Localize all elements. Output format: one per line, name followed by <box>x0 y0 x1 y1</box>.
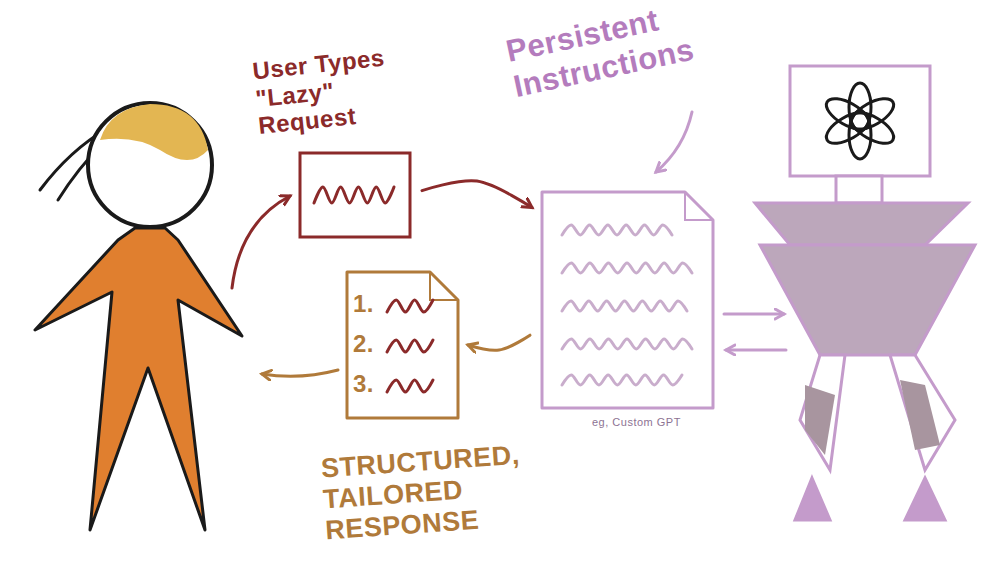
scribble-line <box>562 301 687 311</box>
scribble-line <box>387 340 433 352</box>
person-figure <box>35 103 242 530</box>
robot-foot <box>905 478 945 520</box>
robot-leg <box>890 355 955 470</box>
scribble-line <box>562 263 692 273</box>
document-outline <box>347 272 458 418</box>
instructions-document-outline <box>540 190 715 410</box>
robot-leg <box>800 355 845 470</box>
robot-shoulders <box>755 203 968 245</box>
request-box-outline <box>298 151 412 239</box>
scribble-line <box>387 380 433 392</box>
scribble-line <box>314 187 394 203</box>
robot-torso <box>760 245 975 355</box>
list-number: 3. <box>353 370 389 398</box>
scribble-line <box>562 375 682 385</box>
instruction-arrow <box>724 313 784 316</box>
flow-arrow <box>468 335 530 350</box>
node: 1. 2. 3. STRUCTURED, TAILORED RESPONSE <box>318 262 570 554</box>
person-head <box>88 103 212 227</box>
response-document: 1. 2. 3. <box>345 270 460 420</box>
robot-monitor <box>790 66 930 176</box>
node: Persistent Instructionseg, Custom GPT <box>500 12 737 444</box>
instructions-document <box>540 190 715 410</box>
response-heading: STRUCTURED, TAILORED RESPONSE <box>320 439 541 547</box>
person-hair <box>100 104 208 160</box>
box-outline <box>300 153 410 237</box>
flow-arrow <box>422 181 532 208</box>
example-caption: eg, Custom GPT <box>592 416 722 429</box>
scribble-line <box>387 300 433 312</box>
request-box <box>298 151 412 239</box>
instruction-arrow <box>726 349 786 352</box>
instructions-heading: Persistent Instructions <box>503 0 723 104</box>
list-number: 1. <box>353 290 389 318</box>
person-body <box>35 228 242 530</box>
robot-leg-shade <box>805 385 835 455</box>
logo-loop <box>822 92 875 135</box>
scribble-line <box>562 339 692 349</box>
page-fold <box>685 192 713 220</box>
scribble-line <box>562 225 672 235</box>
node: User Types "Lazy" Request <box>245 48 477 245</box>
response-arrow <box>262 370 338 376</box>
robot-leg-shade <box>900 380 940 450</box>
request-arrow <box>232 196 290 288</box>
document-outline <box>542 192 713 408</box>
robot-foot <box>795 478 830 520</box>
page-fold <box>430 272 458 300</box>
pointer-arrow <box>656 112 692 172</box>
openai-logo <box>822 83 899 159</box>
robot-neck <box>836 176 882 203</box>
robot-figure <box>755 66 975 520</box>
request-heading: User Types "Lazy" Request <box>251 39 437 140</box>
list-number: 2. <box>353 330 389 358</box>
